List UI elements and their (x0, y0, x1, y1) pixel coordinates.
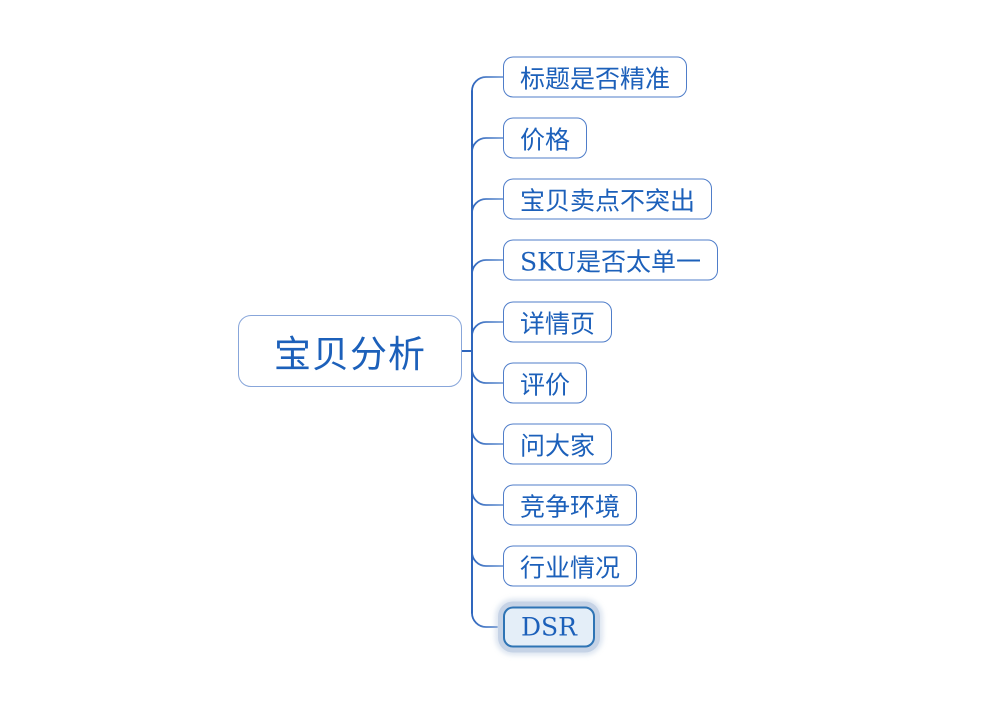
connector-branch (471, 490, 504, 506)
connector-branch (471, 259, 504, 275)
subtopic-node[interactable]: 竞争环境 (503, 484, 638, 526)
subtopic-node[interactable]: DSR (503, 606, 595, 648)
subtopic-node[interactable]: 宝贝卖点不突出 (503, 178, 713, 220)
connector-branch (471, 368, 504, 384)
subtopic-node[interactable]: SKU是否太单一 (503, 239, 718, 281)
subtopic-node[interactable]: 评价 (503, 362, 588, 404)
connector-branch (471, 198, 504, 214)
connector-branch (471, 429, 504, 445)
subtopic-node[interactable]: 价格 (503, 117, 588, 159)
subtopic-node[interactable]: 标题是否精准 (503, 56, 688, 98)
subtopic-node[interactable]: 详情页 (503, 301, 613, 343)
connector-branch (471, 551, 504, 567)
connector-branch (471, 76, 504, 92)
connector-branch (471, 137, 504, 153)
subtopic-node[interactable]: 行业情况 (503, 545, 638, 587)
connector-branch (471, 321, 504, 337)
connector-branch (471, 612, 498, 628)
root-topic-node[interactable]: 宝贝分析 (238, 315, 462, 387)
subtopic-node[interactable]: 问大家 (503, 423, 613, 465)
